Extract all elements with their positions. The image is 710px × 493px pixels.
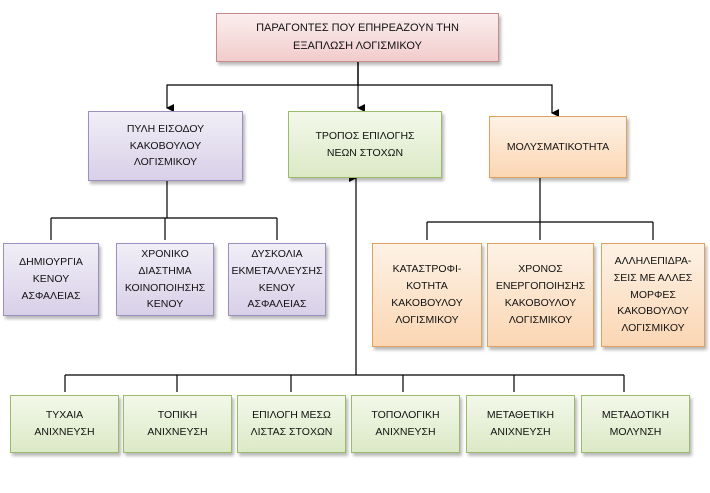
- root-node: ΠΑΡΑΓΟΝΤΕΣ ΠΟΥ ΕΠΗΡΕΑΖΟΥΝ ΤΗΝ ΕΞΑΠΛΩΣΗ Λ…: [216, 13, 499, 62]
- entry-child-exploit-difficulty: ΔΥΣΚΟΛΙΑ ΕΚΜΕΤΑΛΛΕΥΣΗΣ ΚΕΝΟΥ ΑΣΦΑΛΕΙΑΣ: [228, 243, 326, 316]
- target-child-permutation-scanning: ΜΕΤΑΘΕΤΙΚΗ ΑΝΙΧΝΕΥΣΗ: [466, 395, 575, 453]
- infectivity-child-destructiveness: ΚΑΤΑΣΤΡΟΦΙ- ΚΟΤΗΤΑ ΚΑΚΟΒΟΥΛΟΥ ΛΟΓΙΣΜΙΚΟΥ: [372, 243, 482, 347]
- target-child-topological-scanning: ΤΟΠΟΛΟΓΙΚΗ ΑΝΙΧΝΕΥΣΗ: [351, 395, 460, 453]
- category-infectivity: ΜΟΛΥΣΜΑΤΙΚΟΤΗΤΑ: [489, 116, 627, 178]
- infectivity-child-activation-time: ΧΡΟΝΟΣ ΕΝΕΡΓΟΠΟΙΗΣΗΣ ΚΑΚΟΒΟΥΛΟΥ ΛΟΓΙΣΜΙΚ…: [487, 243, 594, 347]
- target-child-random-scanning: ΤΥΧΑΙΑ ΑΝΙΧΝΕΥΣΗ: [10, 395, 119, 453]
- connector-root-infectivity: [357, 62, 559, 117]
- connector-root-entry: [166, 62, 359, 112]
- target-child-contagion: ΜΕΤΑΔΟΤΙΚΗ ΜΟΛΥΝΣΗ: [581, 395, 690, 453]
- category-entry-point: ΠΥΛΗ ΕΙΣΟΔΟΥ ΚΑΚΟΒΟΥΛΟΥ ΛΟΓΙΣΜΙΚΟΥ: [88, 111, 243, 181]
- entry-child-vulnerability-creation: ΔΗΜΙΟΥΡΓΙΑ ΚΕΝΟΥ ΑΣΦΑΛΕΙΑΣ: [3, 243, 99, 316]
- entry-child-disclosure-time: ΧΡΟΝΙΚΟ ΔΙΑΣΤΗΜΑ ΚΟΙΝΟΠΟΙΗΣΗΣ ΚΕΝΟΥ: [116, 243, 214, 316]
- category-target-selection: ΤΡΟΠΟΣ ΕΠΙΛΟΓΗΣ ΝΕΩΝ ΣΤΟΧΩΝ: [288, 111, 442, 178]
- target-child-local-scanning: ΤΟΠΙΚΗ ΑΝΙΧΝΕΥΣΗ: [123, 395, 232, 453]
- target-child-hitlist-scanning: ΕΠΙΛΟΓΗ ΜΕΣΩ ΛΙΣΤΑΣ ΣΤΟΧΩΝ: [237, 395, 346, 453]
- infectivity-child-interactions: ΑΛΛΗΛΕΠΙΔΡΑ- ΣΕΙΣ ΜΕ ΑΛΛΕΣ ΜΟΡΦΕΣ ΚΑΚΟΒΟ…: [601, 243, 705, 347]
